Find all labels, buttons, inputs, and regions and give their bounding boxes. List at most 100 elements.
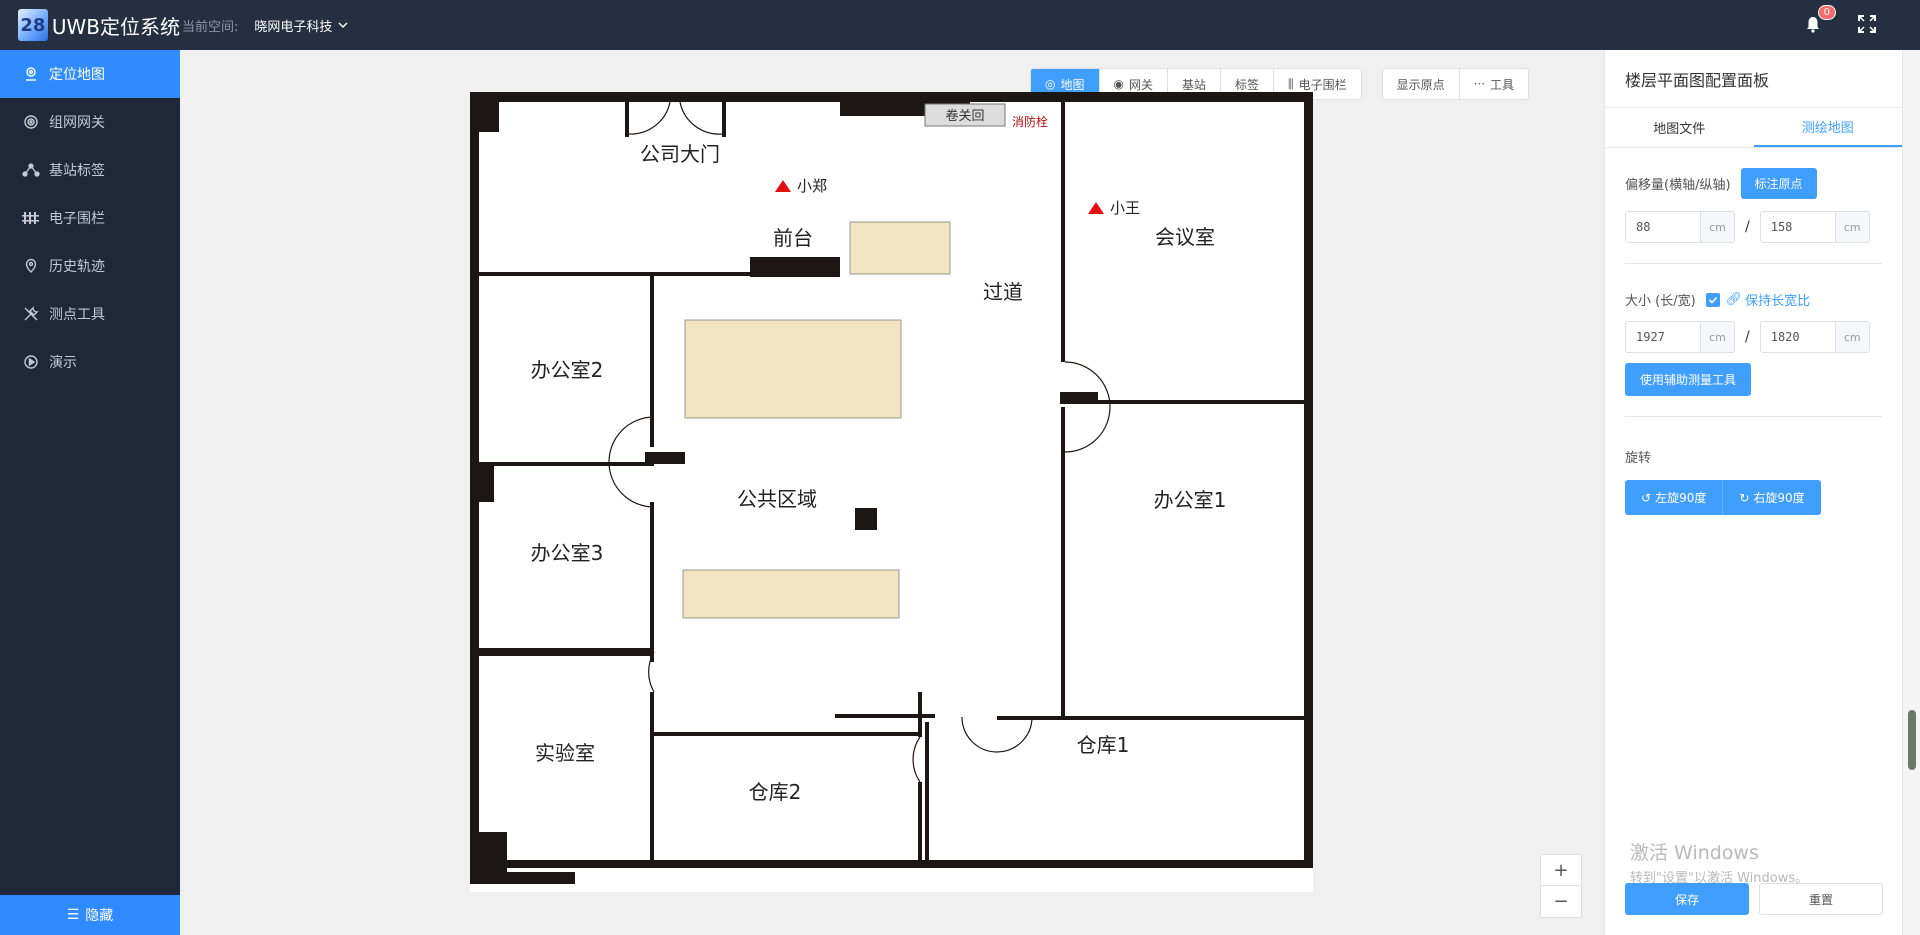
pin-icon [22,257,40,275]
keep-ratio-label: 保持长宽比 [1745,294,1811,309]
rotate-left-label: 左旋90度 [1655,491,1707,505]
app-title: UWB定位系统 [51,14,180,39]
tab-fence[interactable]: ⫼电子围栏 [1274,69,1361,99]
hide-sidebar-button[interactable]: ☰ 隐藏 [0,895,180,935]
sidebar-item-label: 测点工具 [49,307,105,323]
walls [470,92,1313,892]
offset-x-field[interactable]: cm [1625,211,1735,243]
sidebar-item-fence[interactable]: 电子围栏 [0,194,180,242]
save-button[interactable]: 保存 [1625,883,1749,915]
config-panel: 楼层平面图配置面板 地图文件 测绘地图 偏移量(横轴/纵轴) 标注原点 cm /… [1604,50,1902,935]
sidebar-item-survey-tool[interactable]: 测点工具 [0,290,180,338]
room-label: 仓库2 [749,780,802,804]
room-label: 过道 [983,280,1023,304]
fence-icon: ⫼ [1288,76,1294,91]
rotate-left-button[interactable]: ↺左旋90度 [1625,480,1724,515]
gateway-icon [22,113,40,131]
room-label: 仓库1 [1077,733,1130,757]
notification-badge: 0 [1817,5,1836,20]
height-field[interactable]: cm [1759,321,1870,353]
page-scrollbar[interactable] [1902,50,1920,935]
tab-label: 网关 [1128,77,1153,92]
sidebar-item-label: 历史轨迹 [49,259,105,275]
tag-marker[interactable]: 小王 [1088,199,1140,217]
zoom-out-button[interactable]: − [1553,891,1569,912]
tab-label: 地图 [1060,77,1085,92]
tab-label: 标签 [1235,77,1260,92]
tab-survey-map[interactable]: 测绘地图 [1753,108,1902,147]
sidebar-item-label: 基站标签 [49,163,105,179]
tool-icon [22,305,40,323]
panel-tabs: 地图文件 测绘地图 [1605,108,1902,148]
sidebar-item-label: 定位地图 [49,67,105,83]
measure-tool-button[interactable]: 使用辅助测量工具 [1625,363,1752,396]
app-logo: 28 UWB定位系统 [0,9,180,41]
divider [1625,416,1882,417]
sidebar-item-anchor-tags[interactable]: 基站标签 [0,146,180,194]
keep-ratio-checkbox[interactable] [1705,292,1720,307]
floor-plan[interactable]: 公司大门 前台 过道 会议室 办公室2 公共区域 办公室1 办公室3 实验室 仓… [470,92,1313,892]
size-label: 大小 (长/宽) [1625,294,1696,309]
tag-marker[interactable]: 小郑 [775,177,827,195]
tab-tag[interactable]: 标签 [1221,69,1275,99]
more-icon: ··· [1473,77,1486,91]
marker-label: 小王 [1110,199,1140,217]
divider [1625,263,1882,264]
tab-gateway[interactable]: ◉网关 [1100,69,1168,99]
menu-icon: ☰ [66,907,80,923]
fence-icon [22,209,40,227]
space-selector[interactable]: 晓网电子科技 [254,16,348,35]
tools-button[interactable]: ···工具 [1460,69,1528,99]
rotate-label: 旋转 [1625,451,1652,466]
sidebar-item-history[interactable]: 历史轨迹 [0,242,180,290]
panel-footer: 保存 重置 [1625,883,1883,915]
tab-map-file[interactable]: 地图文件 [1653,122,1706,137]
width-field[interactable]: cm [1625,321,1735,353]
map-workspace: ◎ 地图 ◉网关 基站 标签 ⫼电子围栏 显示原点 ···工具 [180,50,1604,935]
room-label: 公司大门 [640,142,720,166]
unit-label: cm [1700,212,1734,242]
separator: / [1745,329,1750,345]
reset-button[interactable]: 重置 [1759,883,1883,915]
logo-mark: 28 [18,9,48,41]
scrollbar-thumb[interactable] [1908,710,1916,770]
sidebar-item-label: 组网网关 [49,115,105,131]
room-label: 公共区域 [737,487,817,511]
width-input[interactable] [1626,322,1700,352]
tab-label: 基站 [1182,77,1207,92]
node-icon [22,161,40,179]
notification-bell-icon[interactable]: 0 [1804,5,1836,35]
height-input[interactable] [1760,322,1835,352]
offset-y-field[interactable]: cm [1759,211,1870,243]
panel-title: 楼层平面图配置面板 [1605,50,1902,108]
room-label: 办公室1 [1154,488,1227,512]
unit-label: cm [1834,322,1869,352]
offset-y-input[interactable] [1760,212,1835,242]
map-actions: 显示原点 ···工具 [1381,68,1530,100]
room-label: 实验室 [535,741,595,765]
offset-x-input[interactable] [1626,212,1700,242]
desks [682,221,951,619]
exit-sign [924,103,1006,127]
location-icon: ◎ [1045,77,1056,91]
sidebar-item-gateway[interactable]: 组网网关 [0,98,180,146]
rotate-right-button[interactable]: ↻右旋90度 [1723,480,1821,515]
offset-label: 偏移量(横轴/纵轴) [1625,178,1731,193]
rotate-left-icon: ↺ [1641,490,1652,505]
rotate-buttons: ↺左旋90度 ↻右旋90度 [1625,480,1882,515]
fullscreen-icon[interactable] [1858,15,1878,35]
space-label: 当前空间: [182,19,239,35]
sidebar-item-demo[interactable]: 演示 [0,338,180,386]
sidebar-item-location-map[interactable]: 定位地图 [0,50,180,98]
tab-anchor[interactable]: 基站 [1168,69,1222,99]
separator: / [1745,219,1750,235]
show-origin-button[interactable]: 显示原点 [1383,69,1460,99]
unit-label: cm [1700,322,1734,352]
action-label: 显示原点 [1396,77,1445,92]
keep-ratio-link[interactable]: 🔗︎ 保持长宽比 [1726,290,1811,309]
doors [608,101,1111,783]
zoom-in-button[interactable]: + [1541,855,1581,886]
mark-origin-button[interactable]: 标注原点 [1740,168,1817,199]
location-icon [22,65,40,83]
link-icon: 🔗︎ [1725,292,1743,307]
